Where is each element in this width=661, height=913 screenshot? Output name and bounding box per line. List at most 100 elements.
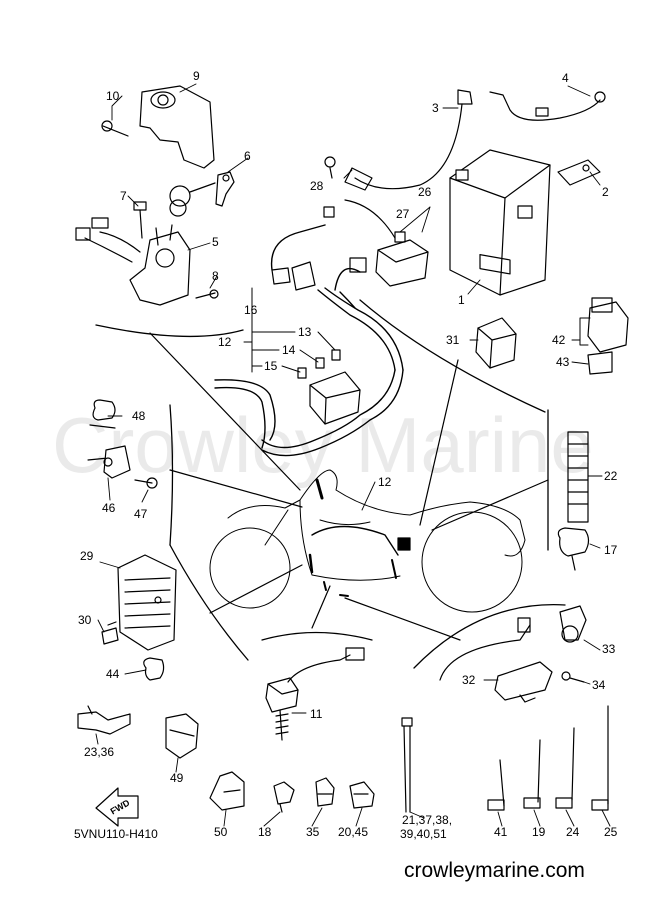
label-part-49: 49 [170, 771, 184, 785]
label-part-48: 48 [132, 409, 146, 423]
leader-horn [311, 585, 331, 629]
label-part-42: 42 [552, 333, 566, 347]
fuse-box [297, 349, 361, 425]
keys-part-6 [169, 171, 235, 217]
label-part-13: 13 [298, 325, 312, 339]
screw-part-34 [561, 671, 585, 683]
label-part-7: 7 [120, 189, 127, 203]
label-part-43: 43 [556, 355, 570, 369]
bracket-lines [243, 287, 336, 373]
label-part-25: 25 [604, 825, 618, 839]
clamp-part-17 [557, 527, 590, 571]
callout-lower-right [413, 604, 566, 669]
label-part-11: 11 [310, 707, 323, 721]
cable-tie-part-21 [401, 717, 413, 813]
clamp-part-48 [89, 399, 116, 429]
label-leaders [95, 83, 611, 827]
label-part-15: 15 [264, 359, 278, 373]
relay-part-42 [587, 297, 629, 375]
fwd-arrow-icon [95, 787, 139, 827]
bolt-part-30 [101, 621, 119, 645]
label-part-5: 5 [212, 235, 219, 249]
label-part-23-36: 23,36 [84, 745, 115, 759]
flasher-relay-part-31 [475, 317, 517, 369]
bike-harness [311, 525, 399, 556]
starter-relay-part-26 [323, 199, 429, 287]
leader-relay [169, 469, 303, 508]
label-part-50: 50 [214, 825, 228, 839]
diagram-code: 5VNU110-H410 [74, 827, 158, 841]
coupler-part-16 [271, 257, 367, 291]
label-part-3: 3 [432, 101, 439, 115]
leader-battery [419, 359, 459, 526]
motorcycle-outline [209, 469, 526, 613]
cable-tie-part-25 [591, 705, 609, 811]
label-part-41: 41 [494, 825, 508, 839]
label-part-21-line2: 39,40,51 [400, 827, 447, 841]
clamp-part-23-36 [77, 705, 131, 735]
label-part-12-top: 12 [218, 335, 232, 349]
label-part-1: 1 [458, 293, 465, 307]
label-part-29: 29 [80, 549, 94, 563]
clip-part-44 [143, 657, 165, 681]
label-part-47: 47 [134, 507, 148, 521]
callout-lower-left [169, 544, 249, 661]
clamp-part-49 [165, 713, 199, 759]
label-part-18: 18 [258, 825, 272, 839]
callout-center-bottom [261, 631, 373, 641]
cable-tie-part-19 [523, 739, 541, 809]
clamp-part-20-45 [349, 781, 375, 809]
clamp-part-50 [209, 771, 245, 811]
label-part-44: 44 [106, 667, 120, 681]
bolt-part-10 [101, 120, 129, 137]
label-part-6: 6 [244, 149, 251, 163]
label-part-30: 30 [78, 613, 92, 627]
ignition-bracket-part [139, 85, 215, 169]
label-part-14: 14 [282, 343, 296, 357]
label-part-33: 33 [602, 642, 616, 656]
label-part-8: 8 [212, 269, 219, 283]
label-part-21-line1: 21,37,38, [402, 813, 453, 827]
label-part-10: 10 [106, 89, 120, 103]
leader-wiring [149, 332, 301, 491]
label-part-19: 19 [532, 825, 546, 839]
site-url[interactable]: crowleymarine.com [404, 859, 585, 882]
label-part-9: 9 [193, 69, 200, 83]
label-part-17: 17 [604, 543, 618, 557]
rotor-part-33 [559, 605, 587, 643]
main-switch-part-5 [75, 217, 191, 306]
clamp-part-35 [315, 777, 335, 807]
clamp-part-18 [273, 781, 295, 813]
battery-part-1 [449, 149, 551, 296]
wire-harness-part-12 [214, 224, 404, 457]
callout-left-mid [169, 404, 174, 546]
label-part-2: 2 [602, 185, 609, 199]
pickup-coil-part-32 [439, 617, 553, 703]
label-part-24: 24 [566, 825, 580, 839]
label-part-35: 35 [306, 825, 320, 839]
grommet-part-22 [567, 431, 589, 523]
callout-top-left [95, 324, 244, 338]
cable-tie-part-41 [487, 759, 505, 811]
label-part-32: 32 [462, 673, 476, 687]
label-part-22: 22 [604, 469, 618, 483]
label-part-31: 31 [446, 333, 460, 347]
label-part-34: 34 [592, 678, 606, 692]
screw-part-7 [139, 209, 143, 239]
battery-cable-part-3 [344, 89, 473, 191]
bolt-part-28 [324, 156, 336, 179]
label-part-16: 16 [244, 303, 258, 317]
label-part-27: 27 [396, 207, 410, 221]
screw-part-47 [134, 477, 158, 489]
label-part-4: 4 [562, 71, 569, 85]
horn-part-11 [265, 647, 365, 741]
screw-part-8 [195, 292, 216, 299]
label-part-28: 28 [310, 179, 324, 193]
label-part-20-45: 20,45 [338, 825, 369, 839]
rectifier-part-29 [117, 554, 177, 651]
minus-cable-part-4 [489, 91, 606, 121]
battery-band-part-2 [557, 159, 601, 186]
leader-pickup [344, 597, 461, 641]
